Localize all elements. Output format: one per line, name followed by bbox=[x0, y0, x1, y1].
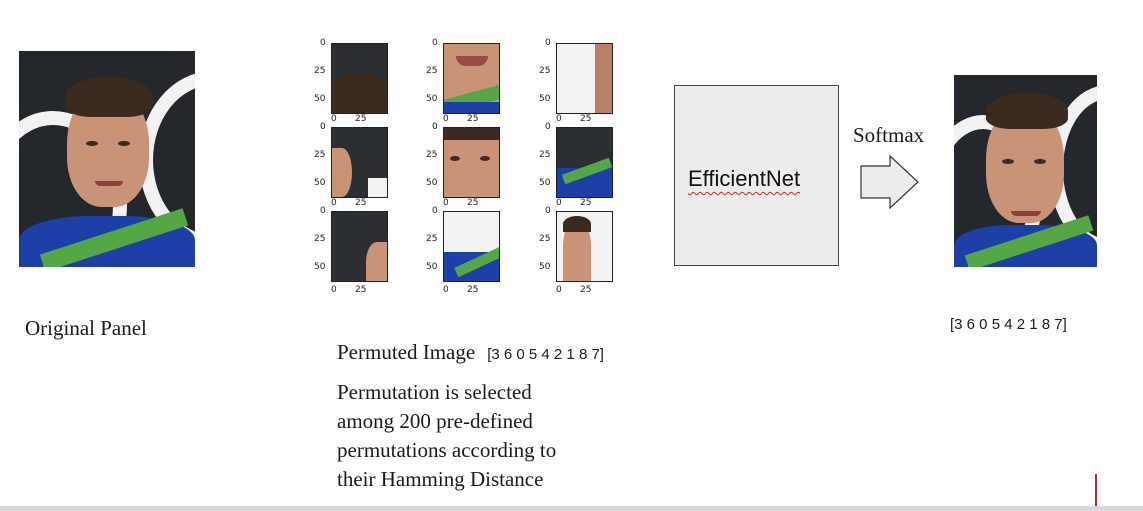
tile-x-tick: 0 bbox=[556, 285, 562, 295]
tile-y-tick: 50 bbox=[314, 262, 326, 272]
tile-x-tick: 25 bbox=[355, 198, 367, 208]
tile-x-tick: 0 bbox=[331, 114, 337, 124]
description-line: their Hamming Distance bbox=[337, 467, 544, 491]
tile-y-tick: 50 bbox=[539, 178, 551, 188]
tile-y-tick: 0 bbox=[320, 38, 326, 48]
tile-x-tick: 25 bbox=[467, 198, 479, 208]
tile-3 bbox=[556, 43, 613, 114]
permuted-image-caption: Permuted Image [3 6 0 5 4 2 1 8 7] bbox=[337, 340, 604, 365]
output-permutation: [3 6 0 5 4 2 1 8 7] bbox=[950, 316, 1067, 333]
tile-y-tick: 25 bbox=[426, 234, 438, 244]
tile-x-tick: 25 bbox=[580, 285, 592, 295]
tile-1 bbox=[331, 43, 388, 114]
tile-9 bbox=[556, 211, 613, 282]
tile-x-tick: 25 bbox=[467, 114, 479, 124]
tile-x-tick: 0 bbox=[331, 285, 337, 295]
tile-y-tick: 25 bbox=[426, 66, 438, 76]
tile-y-tick: 25 bbox=[314, 66, 326, 76]
permuted-image-label: Permuted Image bbox=[337, 340, 476, 364]
tile-y-tick: 0 bbox=[432, 38, 438, 48]
original-image bbox=[19, 51, 195, 267]
tile-7 bbox=[331, 211, 388, 282]
tile-y-tick: 50 bbox=[539, 262, 551, 272]
original-panel-label: Original Panel bbox=[25, 316, 147, 340]
tile-y-tick: 25 bbox=[539, 234, 551, 244]
text-cursor bbox=[1095, 474, 1097, 506]
tile-6 bbox=[556, 127, 613, 198]
tile-y-tick: 0 bbox=[545, 206, 551, 216]
tile-y-tick: 50 bbox=[314, 94, 326, 104]
tile-x-tick: 0 bbox=[443, 285, 449, 295]
tile-y-tick: 0 bbox=[432, 122, 438, 132]
softmax-label: Softmax bbox=[853, 123, 925, 147]
tile-x-tick: 25 bbox=[467, 285, 479, 295]
description-line: Permutation is selected bbox=[337, 380, 532, 404]
tile-x-tick: 0 bbox=[556, 114, 562, 124]
tile-y-tick: 25 bbox=[314, 150, 326, 160]
permutation-inline: [3 6 0 5 4 2 1 8 7] bbox=[487, 346, 604, 363]
tile-x-tick: 0 bbox=[443, 198, 449, 208]
tile-y-tick: 50 bbox=[426, 262, 438, 272]
tile-y-tick: 0 bbox=[432, 206, 438, 216]
tile-8 bbox=[443, 211, 500, 282]
reconstructed-image bbox=[954, 75, 1097, 267]
bottom-bar bbox=[0, 506, 1143, 511]
tile-x-tick: 0 bbox=[443, 114, 449, 124]
tile-y-tick: 0 bbox=[545, 122, 551, 132]
tile-x-tick: 25 bbox=[580, 114, 592, 124]
tile-2 bbox=[443, 43, 500, 114]
description-line: permutations according to bbox=[337, 438, 557, 462]
tile-4 bbox=[331, 127, 388, 198]
tile-y-tick: 25 bbox=[314, 234, 326, 244]
tile-y-tick: 0 bbox=[320, 206, 326, 216]
tile-y-tick: 50 bbox=[426, 178, 438, 188]
tile-x-tick: 0 bbox=[556, 198, 562, 208]
tile-y-tick: 50 bbox=[539, 94, 551, 104]
tile-y-tick: 50 bbox=[314, 178, 326, 188]
tile-x-tick: 25 bbox=[355, 114, 367, 124]
efficientnet-box: EfficientNet bbox=[674, 85, 839, 266]
tile-y-tick: 25 bbox=[426, 150, 438, 160]
tile-x-tick: 25 bbox=[580, 198, 592, 208]
right-arrow-icon bbox=[860, 154, 919, 210]
permutation-description: Permutation is selected among 200 pre-de… bbox=[337, 378, 556, 494]
tile-y-tick: 0 bbox=[320, 122, 326, 132]
tile-y-tick: 50 bbox=[426, 94, 438, 104]
tile-y-tick: 25 bbox=[539, 66, 551, 76]
tile-5 bbox=[443, 127, 500, 198]
tile-x-tick: 0 bbox=[331, 198, 337, 208]
tile-x-tick: 25 bbox=[355, 285, 367, 295]
description-line: among 200 pre-defined bbox=[337, 409, 533, 433]
tile-y-tick: 0 bbox=[545, 38, 551, 48]
tile-y-tick: 25 bbox=[539, 150, 551, 160]
efficientnet-label: EfficientNet bbox=[688, 166, 801, 191]
